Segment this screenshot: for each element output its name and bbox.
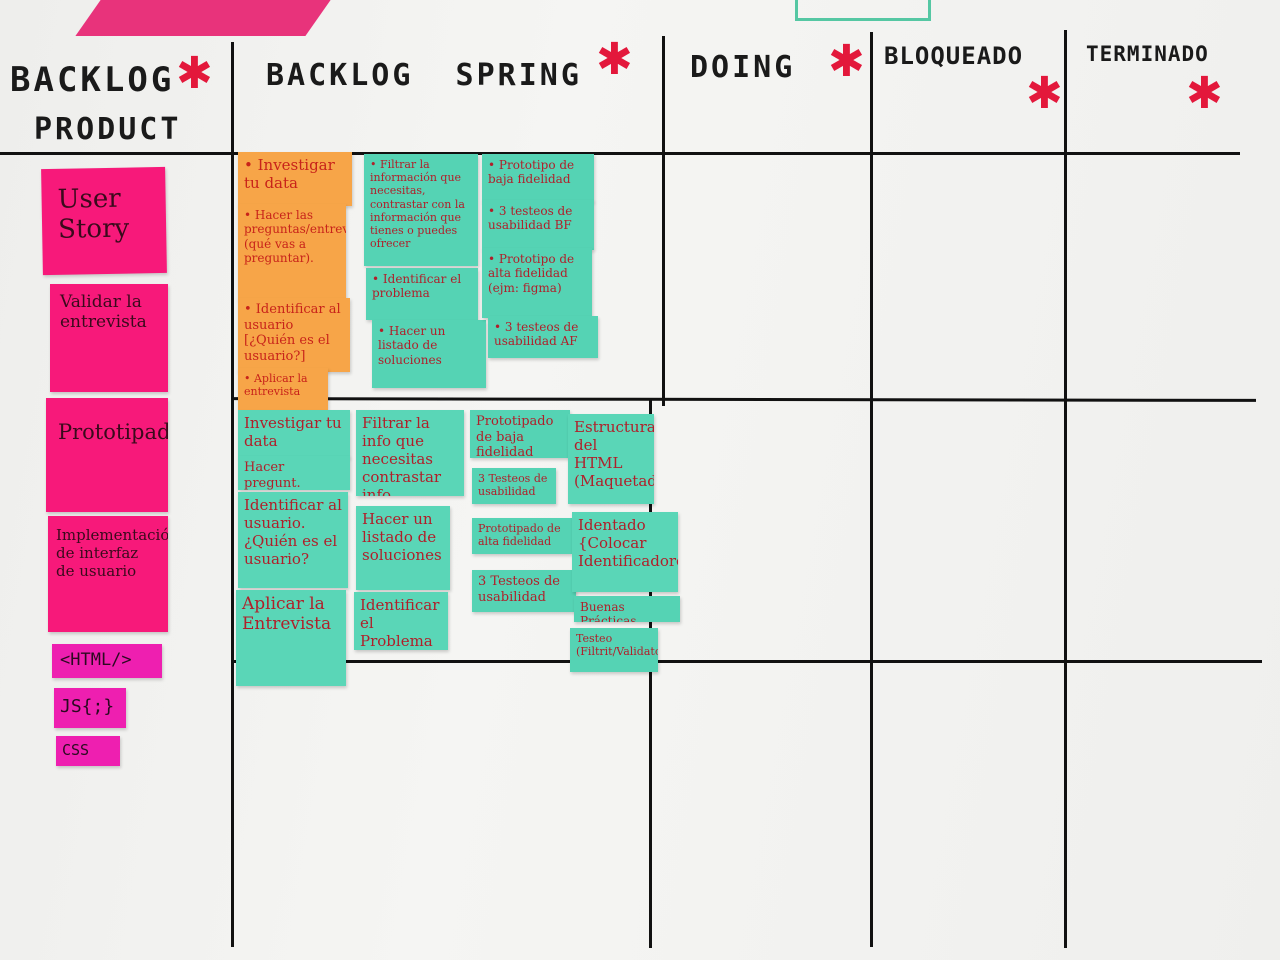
sticky-note-filtrar: • Filtrar la información que necesitas, …	[364, 154, 478, 266]
header-divider-line	[0, 152, 1240, 155]
header-doing: DOING	[690, 50, 796, 85]
column-divider-2-lower	[649, 400, 652, 948]
star-icon: ✱	[828, 36, 865, 87]
sticky-note-r2-hacer-pregunt: Hacer pregunt.	[238, 456, 350, 490]
sticky-note-implementacion: Implementación de interfaz de usuario	[48, 516, 168, 632]
header-backlog-product-line1: BACKLOG	[10, 60, 175, 100]
sticky-note-r2-testeos-baja: 3 Testeos de usabilidad	[472, 468, 556, 504]
column-divider-3	[870, 32, 873, 947]
sticky-note-proto-baja: • Prototipo de baja fidelidad	[482, 154, 594, 202]
column-divider-4	[1064, 30, 1067, 948]
header-backlog-spring: BACKLOG SPRING	[266, 58, 582, 93]
sticky-note-r2-testeos-alta: 3 Testeos de usabilidad	[472, 570, 576, 612]
sticky-note-r2-testeo: Testeo (Filtrit/Validator)	[570, 628, 658, 672]
sticky-note-prototipado: Prototipado	[46, 398, 168, 512]
sticky-note-identificar-usuario: • Identificar al usuario [¿Quién es el u…	[238, 298, 350, 372]
star-icon: ✱	[596, 34, 633, 85]
tag-html: <HTML/>	[52, 644, 162, 678]
row2-divider-line	[232, 660, 1262, 663]
sticky-note-listado-soluciones: • Hacer un listado de soluciones	[372, 320, 486, 388]
sticky-note-testeos-af: • 3 testeos de usabilidad AF	[488, 316, 598, 358]
pink-tape	[75, 0, 331, 36]
sticky-note-aplicar-entrevista: • Aplicar la entrevista	[238, 368, 328, 410]
sticky-note-investigar: • Investigar tu data	[238, 152, 352, 206]
sticky-note-testeos-bf: • 3 testeos de usabilidad BF	[482, 200, 594, 250]
star-icon: ✱	[1026, 68, 1063, 119]
column-divider-1	[231, 42, 234, 947]
column-divider-2	[662, 36, 665, 406]
sticky-note-r2-filtrar: Filtrar la info que necesitas contrastar…	[356, 410, 464, 496]
sticky-note-r2-aplicar: Aplicar la Entrevista	[236, 590, 346, 686]
sticky-note-r2-investigar: Investigar tu data	[238, 410, 350, 458]
star-icon: ✱	[1186, 68, 1223, 119]
sticky-note-r2-identificar-usuario: Identificar al usuario. ¿Quién es el usu…	[238, 492, 348, 588]
tag-css: CSS	[56, 736, 120, 766]
green-doodle	[795, 0, 931, 21]
sticky-note-identificar-problema: • Identificar el problema	[366, 268, 478, 320]
sticky-note-user-story: User Story	[41, 166, 167, 276]
sticky-note-r2-proto-baja: Prototipado de baja fidelidad	[470, 410, 570, 458]
header-bloqueado: BLOQUEADO	[884, 42, 1024, 70]
tag-js: JS{;}	[54, 688, 126, 728]
star-icon: ✱	[176, 48, 213, 99]
sticky-note-r2-proto-alta: Prototipado de alta fidelidad	[472, 518, 572, 554]
sticky-note-r2-identificar-problema: Identificar el Problema	[354, 592, 448, 650]
sticky-note-proto-alta: • Prototipo de alta fidelidad (ejm: figm…	[482, 248, 592, 318]
sticky-note-r2-listado: Hacer un listado de soluciones	[356, 506, 450, 590]
sticky-note-r2-buenas: Buenas Prácticas	[574, 596, 680, 622]
header-backlog-product-line2: PRODUCT	[34, 112, 182, 147]
row1-divider-line	[231, 397, 1257, 402]
sticky-note-r2-estructura: Estructura del HTML (Maquetado)	[568, 414, 654, 504]
sticky-note-validar: Validar la entrevista	[50, 284, 168, 392]
sticky-note-r2-identado: Identado {Colocar Identificadores}	[572, 512, 678, 592]
header-terminado: TERMINADO	[1086, 42, 1209, 66]
sticky-note-hacer-preguntas: • Hacer las preguntas/entrevistas (qué v…	[238, 204, 346, 300]
